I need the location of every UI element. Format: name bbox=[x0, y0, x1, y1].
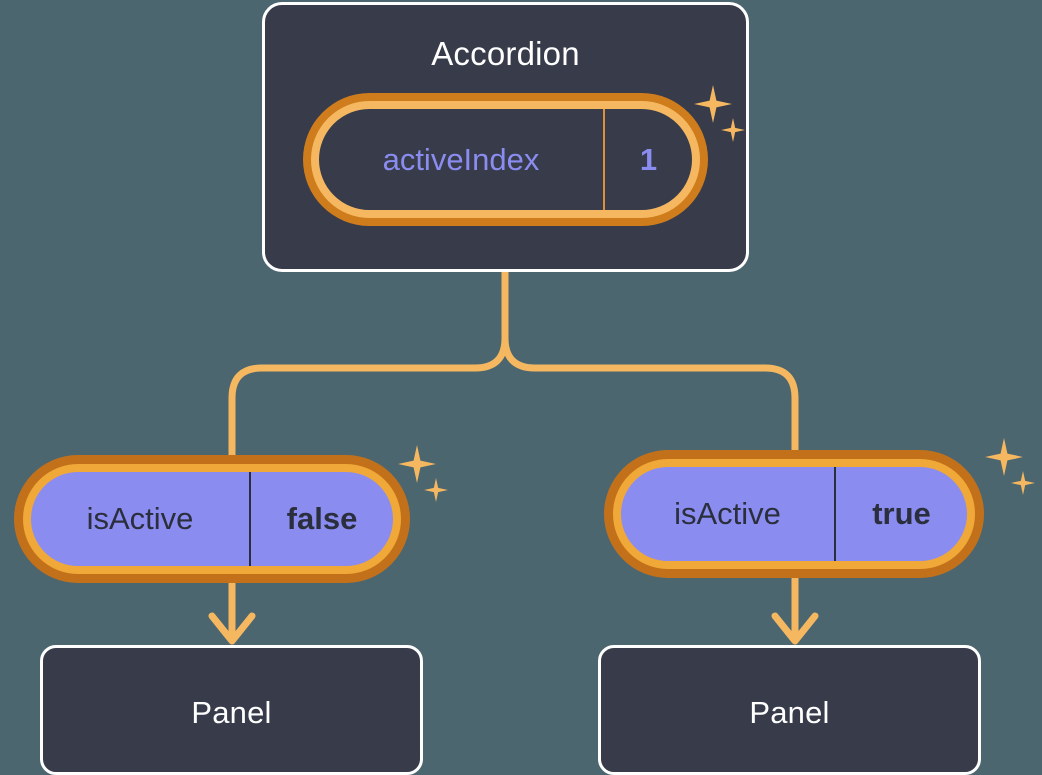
state-key-label: isActive bbox=[621, 467, 836, 561]
state-key-label: isActive bbox=[31, 472, 251, 566]
component-title-panel: Panel bbox=[749, 695, 830, 730]
connector-to-right bbox=[501, 334, 799, 463]
sparkle-icon bbox=[985, 438, 1023, 476]
state-value-label: false bbox=[286, 501, 358, 536]
sparkle-icon bbox=[1011, 471, 1035, 495]
component-title-panel: Panel bbox=[191, 695, 272, 730]
sparkle-icon bbox=[424, 478, 448, 502]
state-pill-active-index[interactable]: activeIndex 1 bbox=[311, 101, 700, 218]
arrow-right-head bbox=[771, 612, 819, 645]
component-title-accordion: Accordion bbox=[431, 35, 580, 72]
component-card-panel-right[interactable]: Panel bbox=[598, 645, 981, 775]
state-value-label: 1 bbox=[639, 141, 658, 177]
sparkle-icon bbox=[398, 445, 436, 483]
arrow-left-head bbox=[208, 612, 256, 645]
state-key-label: activeIndex bbox=[319, 109, 605, 210]
state-pill-is-active-false[interactable]: isActive false bbox=[23, 464, 401, 574]
state-value-label: true bbox=[872, 496, 931, 531]
component-card-panel-left[interactable]: Panel bbox=[40, 645, 423, 775]
connector-to-left bbox=[228, 334, 509, 468]
state-pill-is-active-true[interactable]: isActive true bbox=[613, 459, 975, 569]
